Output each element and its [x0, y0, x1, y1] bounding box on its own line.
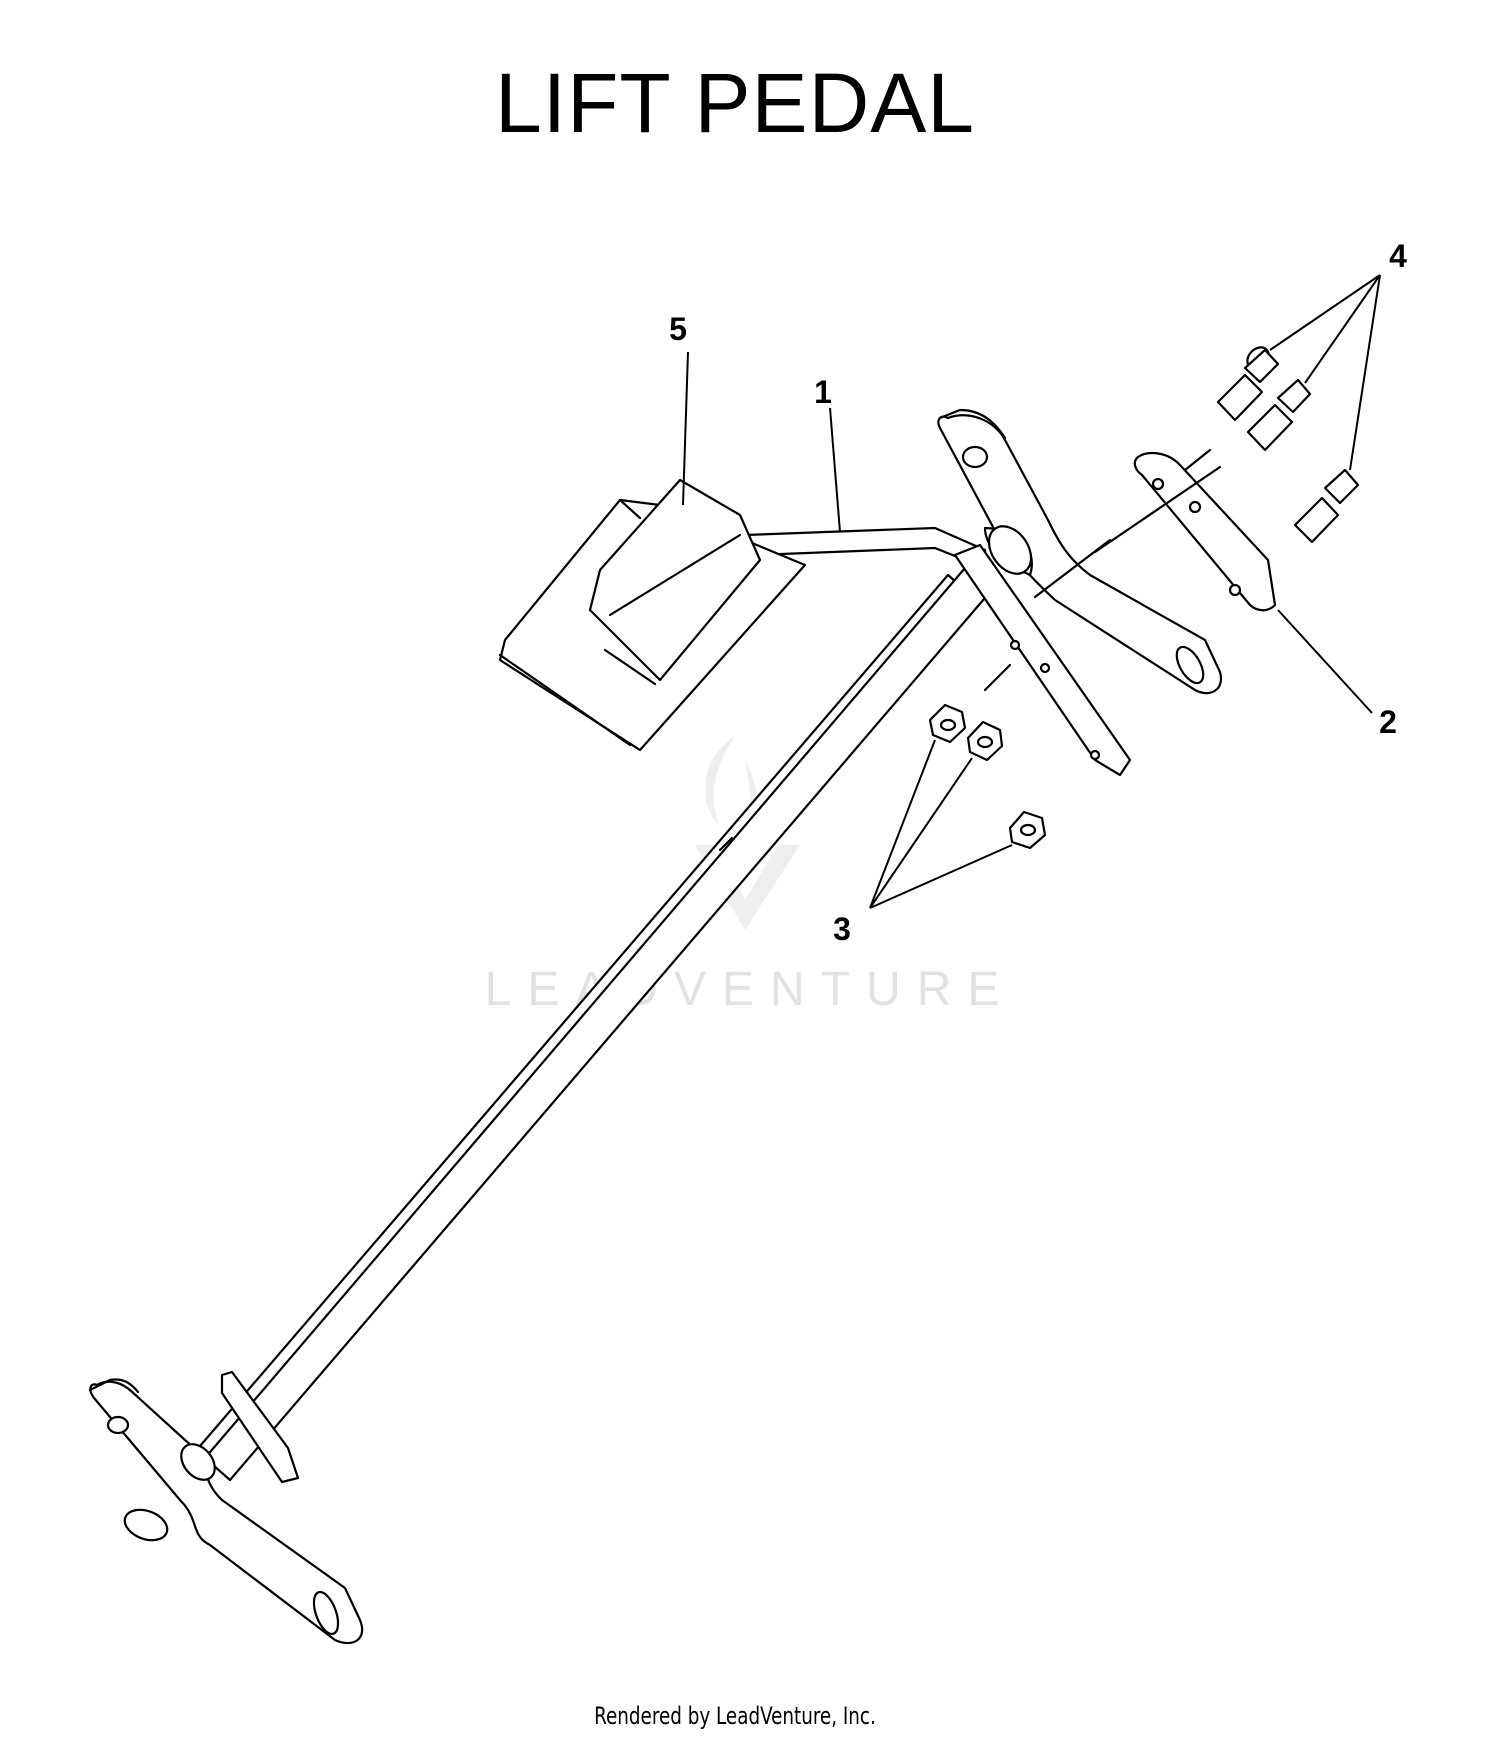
leader-4b [1304, 274, 1381, 384]
pedal-pad[interactable] [498, 478, 807, 752]
leader-lines [682, 274, 1381, 909]
leader-2 [1277, 609, 1373, 714]
bracket-hole [106, 1415, 130, 1435]
arm-plate[interactable] [953, 543, 1132, 777]
render-credit: Rendered by LeadVenture, Inc. [594, 1702, 876, 1730]
nut-3[interactable] [1008, 810, 1047, 850]
leader-5 [682, 351, 689, 506]
leadventure-watermark: LEADVENTURE [485, 735, 1016, 1016]
callout-5[interactable]: 5 [669, 311, 687, 347]
callout-3[interactable]: 3 [833, 911, 851, 947]
bolt-2[interactable] [1246, 378, 1312, 452]
nut-1[interactable] [928, 703, 967, 744]
alignment-lines [983, 448, 1222, 692]
nut-2[interactable] [966, 720, 1004, 762]
leader-4a [1269, 274, 1381, 351]
bolt-1[interactable] [1216, 343, 1280, 422]
bracket-slot [312, 1590, 340, 1636]
watermark-text: LEADVENTURE [485, 963, 1016, 1016]
leader-1 [829, 407, 841, 533]
diagram-title: LIFT PEDAL [495, 56, 975, 150]
callout-4[interactable]: 4 [1389, 238, 1407, 274]
callout-1[interactable]: 1 [814, 374, 832, 410]
bolt-3[interactable] [1293, 468, 1360, 544]
mounting-plate[interactable] [1133, 451, 1277, 612]
leader-3b [869, 757, 973, 909]
bottom-bracket[interactable] [88, 1370, 364, 1645]
leader-3a [869, 739, 936, 909]
pivot-boss [123, 1508, 169, 1542]
callout-2[interactable]: 2 [1379, 704, 1397, 740]
leader-3c [869, 844, 1013, 909]
upper-bracket[interactable] [937, 408, 1223, 695]
leader-4c [1349, 274, 1381, 471]
upper-bracket-slot [1175, 645, 1205, 685]
upper-bracket-hole [961, 445, 989, 469]
